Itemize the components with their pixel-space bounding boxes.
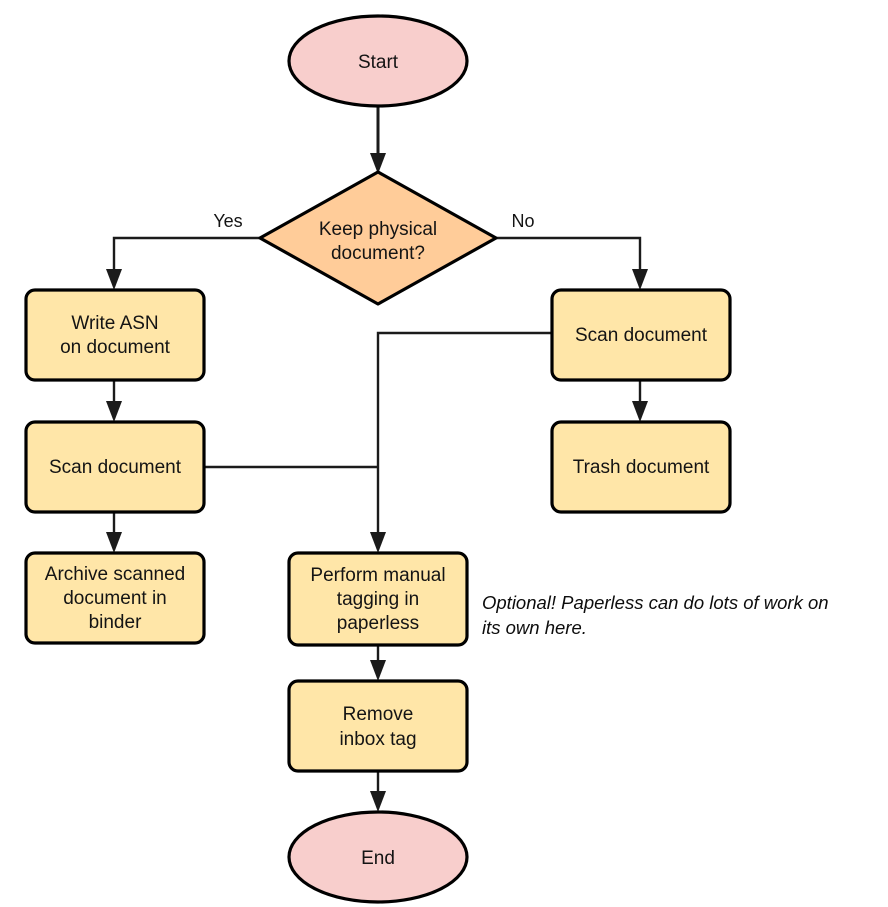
decision-label-line2: document?: [331, 243, 425, 264]
scan-document-right-box-shape: [550, 288, 732, 382]
edge-start-to-decision: [370, 106, 386, 174]
end-label: End: [361, 848, 395, 869]
trash-document-box-shape: [550, 420, 732, 514]
node-write-asn-on-document[interactable]: Write ASN on document: [24, 288, 206, 382]
write-asn-box-shape: [24, 288, 206, 382]
scan-document-left-label: Scan document: [49, 457, 182, 478]
node-remove-inbox-tag[interactable]: Remove inbox tag: [287, 679, 469, 773]
node-scan-document-right[interactable]: Scan document: [550, 288, 732, 382]
node-perform-manual-tagging[interactable]: Perform manual tagging in paperless: [287, 551, 469, 647]
decision-diamond-shape: [258, 170, 498, 306]
annotation-optional-note: Optional! Paperless can do lots of work …: [482, 592, 829, 638]
remove-inbox-box-shape: [287, 679, 469, 773]
node-archive-scanned-document[interactable]: Archive scanned document in binder: [24, 551, 206, 645]
decision-label-line1: Keep physical: [319, 219, 437, 240]
archive-label-line2: document in: [63, 588, 167, 609]
archive-box-shape: [24, 551, 206, 645]
write-asn-label-line1: Write ASN: [71, 313, 158, 334]
remove-inbox-label-line2: inbox tag: [339, 729, 416, 750]
remove-inbox-label-line1: Remove: [343, 704, 414, 725]
edge-write-asn-to-scan-left: [106, 380, 122, 422]
node-start[interactable]: Start: [287, 14, 469, 108]
scan-document-left-box-shape: [24, 420, 206, 514]
edge-decision-no-to-scan-right: [496, 236, 648, 290]
tagging-label-line3: paperless: [337, 613, 419, 634]
archive-label-line1: Archive scanned: [45, 564, 185, 585]
tagging-label-line1: Perform manual: [310, 565, 445, 586]
edge-scan-right-to-trash: [632, 380, 648, 422]
tagging-label-line2: tagging in: [337, 589, 419, 610]
edge-scan-right-to-tagging: [370, 331, 552, 553]
edge-scan-left-to-archive: [106, 512, 122, 553]
edge-decision-yes-to-write-asn: [106, 236, 260, 290]
edge-remove-inbox-to-end: [370, 771, 386, 812]
node-decision-keep-physical-document[interactable]: Keep physical document?: [258, 170, 498, 306]
scan-document-right-label: Scan document: [575, 325, 708, 346]
edge-label-no: No: [511, 211, 534, 231]
trash-document-label: Trash document: [573, 457, 710, 478]
node-end[interactable]: End: [287, 810, 469, 904]
edge-label-yes: Yes: [213, 211, 242, 231]
end-ellipse-shape: [287, 810, 469, 904]
edge-tagging-to-remove-inbox: [370, 645, 386, 681]
annotation-note-line2: its own here.: [482, 617, 587, 638]
start-ellipse-shape: [287, 14, 469, 108]
node-scan-document-left[interactable]: Scan document: [24, 420, 206, 514]
write-asn-label-line2: on document: [60, 337, 171, 358]
tagging-box-shape: [287, 551, 469, 647]
archive-label-line3: binder: [89, 612, 142, 633]
node-trash-document[interactable]: Trash document: [550, 420, 732, 514]
start-label: Start: [358, 52, 399, 73]
annotation-note-line1: Optional! Paperless can do lots of work …: [482, 592, 829, 613]
